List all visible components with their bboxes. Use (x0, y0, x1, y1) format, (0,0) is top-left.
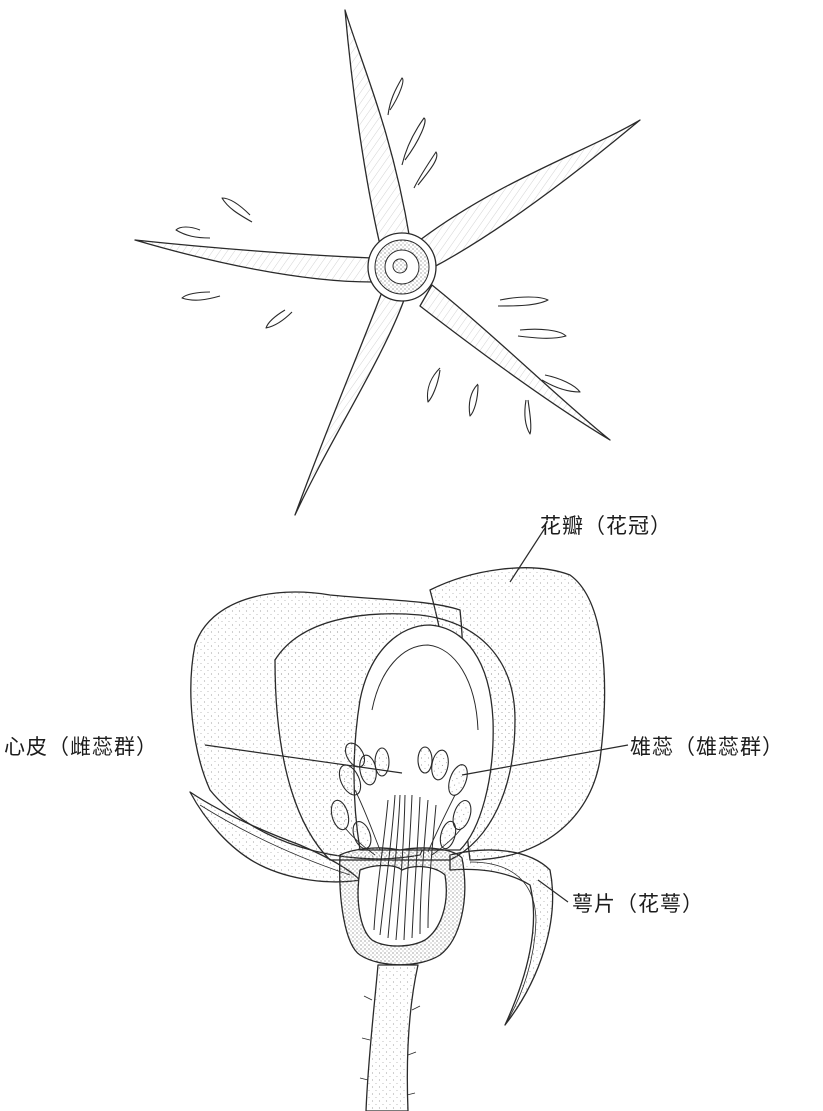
sepal-lobe-bottom (295, 292, 404, 515)
flower-section (190, 568, 605, 1111)
sepal-lobe-right (420, 120, 640, 268)
label-stamen: 雄蕊（雄蕊群） (630, 731, 784, 761)
label-petal: 花瓣（花冠） (540, 510, 672, 540)
sepal-lobe-top (345, 10, 410, 245)
flower-stalk (366, 965, 418, 1111)
sepal-lobe-left (135, 240, 372, 282)
receptacle-center (393, 259, 407, 273)
label-carpel: 心皮（雌蕊群） (4, 731, 158, 761)
calyx-top-view (135, 10, 640, 515)
label-sepal: 萼片（花萼） (572, 888, 704, 918)
sepal-lobe-lower-right (420, 285, 610, 440)
sepal-right (450, 850, 553, 1025)
petal-inner (354, 625, 493, 850)
